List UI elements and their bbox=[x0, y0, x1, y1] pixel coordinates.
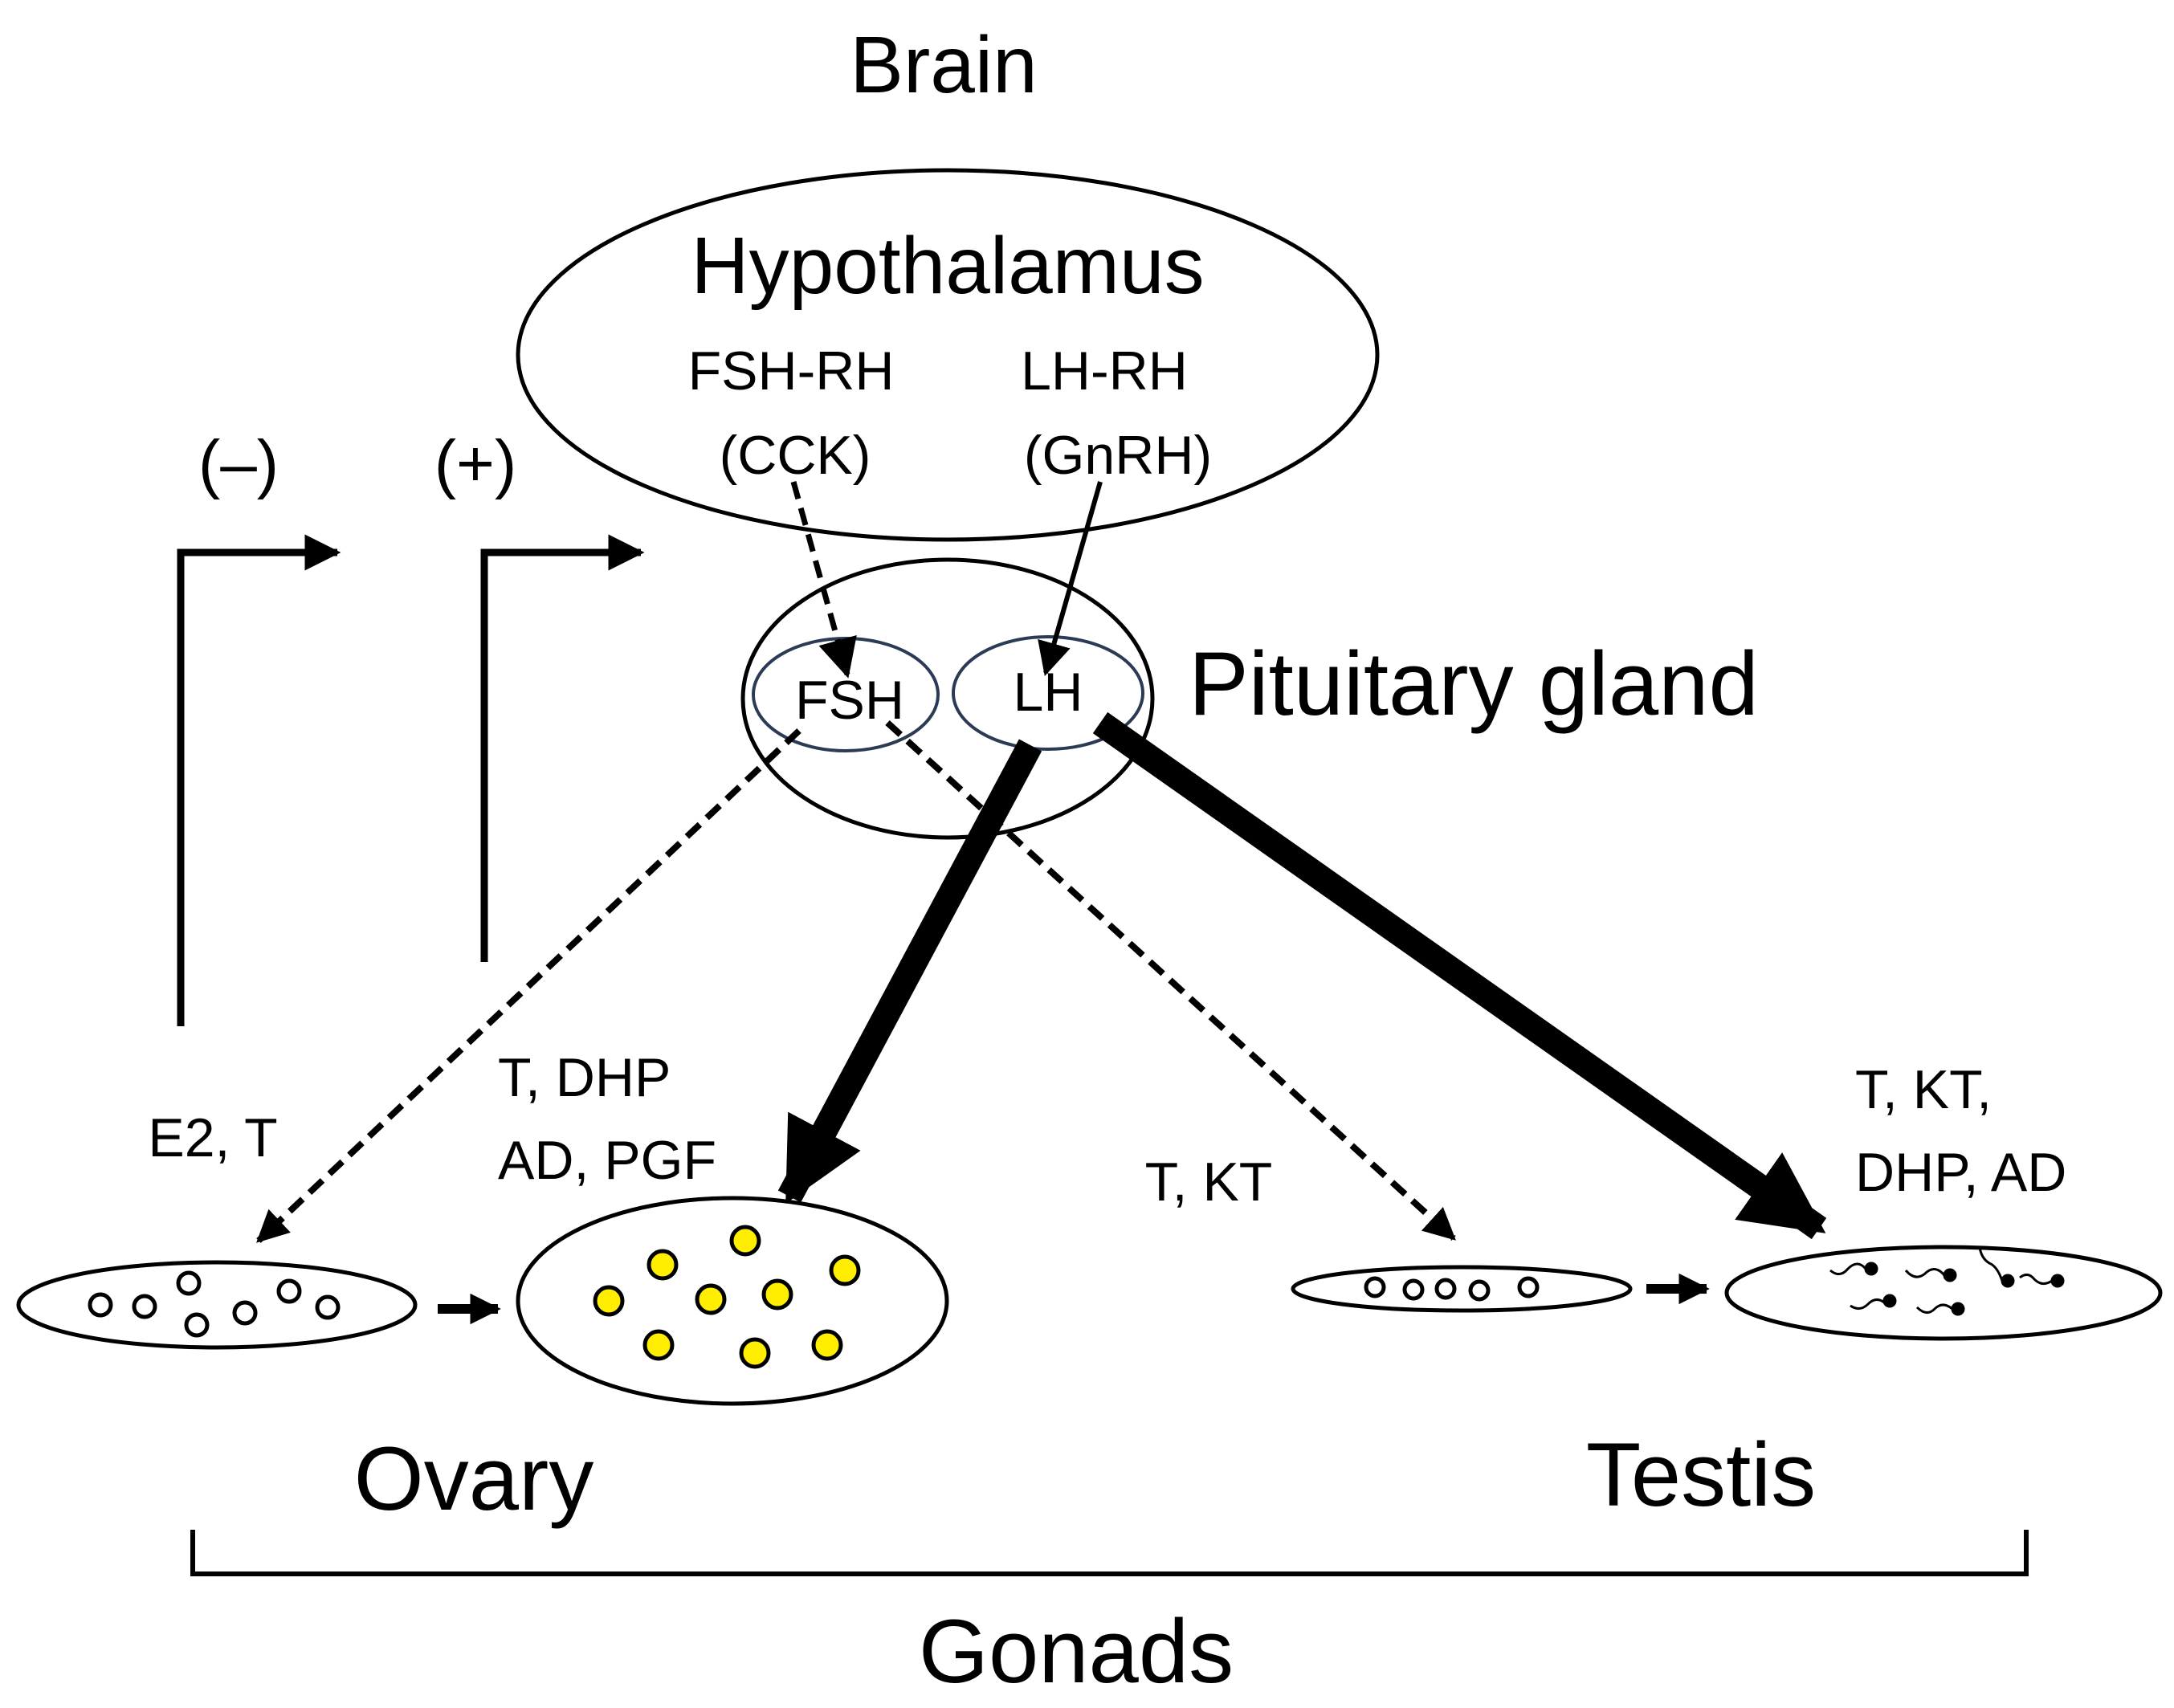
testis-hormones-line1: T, KT, bbox=[1855, 1059, 1992, 1120]
fsh-rh-arrow bbox=[790, 481, 857, 679]
gonads-bracket bbox=[190, 1530, 2029, 1576]
lh-rh-label: LH-RH bbox=[1021, 340, 1188, 402]
ovary-hormones-line1: T, DHP bbox=[498, 1047, 671, 1108]
positive-feedback-label: (+) bbox=[434, 427, 517, 500]
positive-feedback-arrow bbox=[480, 534, 645, 962]
ovary-feedback-hormones: E2, T bbox=[148, 1107, 277, 1168]
negative-feedback-label: (–) bbox=[198, 427, 279, 500]
fsh-label: FSH bbox=[795, 670, 904, 731]
testis-hormones-line2: DHP, AD bbox=[1855, 1142, 2066, 1203]
lh-rh-arrow bbox=[1038, 481, 1103, 677]
fsh-to-testis-arrow bbox=[885, 720, 1456, 1241]
lh-region bbox=[952, 635, 1144, 751]
immature-ovary bbox=[16, 1260, 418, 1350]
lh-to-ovary-arrow bbox=[777, 739, 1042, 1205]
testis-fsh-hormones: T, KT bbox=[1145, 1152, 1273, 1213]
mature-ovary bbox=[516, 1196, 949, 1406]
ovary-hormones-line2: AD, PGF bbox=[498, 1130, 716, 1191]
pituitary-ellipse bbox=[740, 557, 1155, 840]
ovary-label: Ovary bbox=[354, 1429, 594, 1529]
negative-feedback-arrow bbox=[177, 534, 341, 1026]
immature-testis bbox=[1291, 1265, 1633, 1313]
testis-label: Testis bbox=[1586, 1425, 1816, 1525]
lh-to-testis-arrow bbox=[1092, 711, 1827, 1240]
hypothalamus-ellipse bbox=[516, 168, 1380, 542]
hypothalamus-label: Hypothalamus bbox=[691, 221, 1204, 311]
mature-testis bbox=[1724, 1245, 2163, 1341]
fsh-rh-label: FSH-RH bbox=[688, 340, 895, 402]
brain-label: Brain bbox=[850, 20, 1037, 110]
fsh-to-ovary-arrow bbox=[256, 728, 801, 1243]
gonads-label: Gonads bbox=[919, 1601, 1234, 1702]
cck-label: (CCK) bbox=[720, 425, 871, 486]
gnrh-label: (GnRH) bbox=[1024, 425, 1212, 486]
pituitary-gland-label: Pituitary gland bbox=[1189, 634, 1759, 734]
